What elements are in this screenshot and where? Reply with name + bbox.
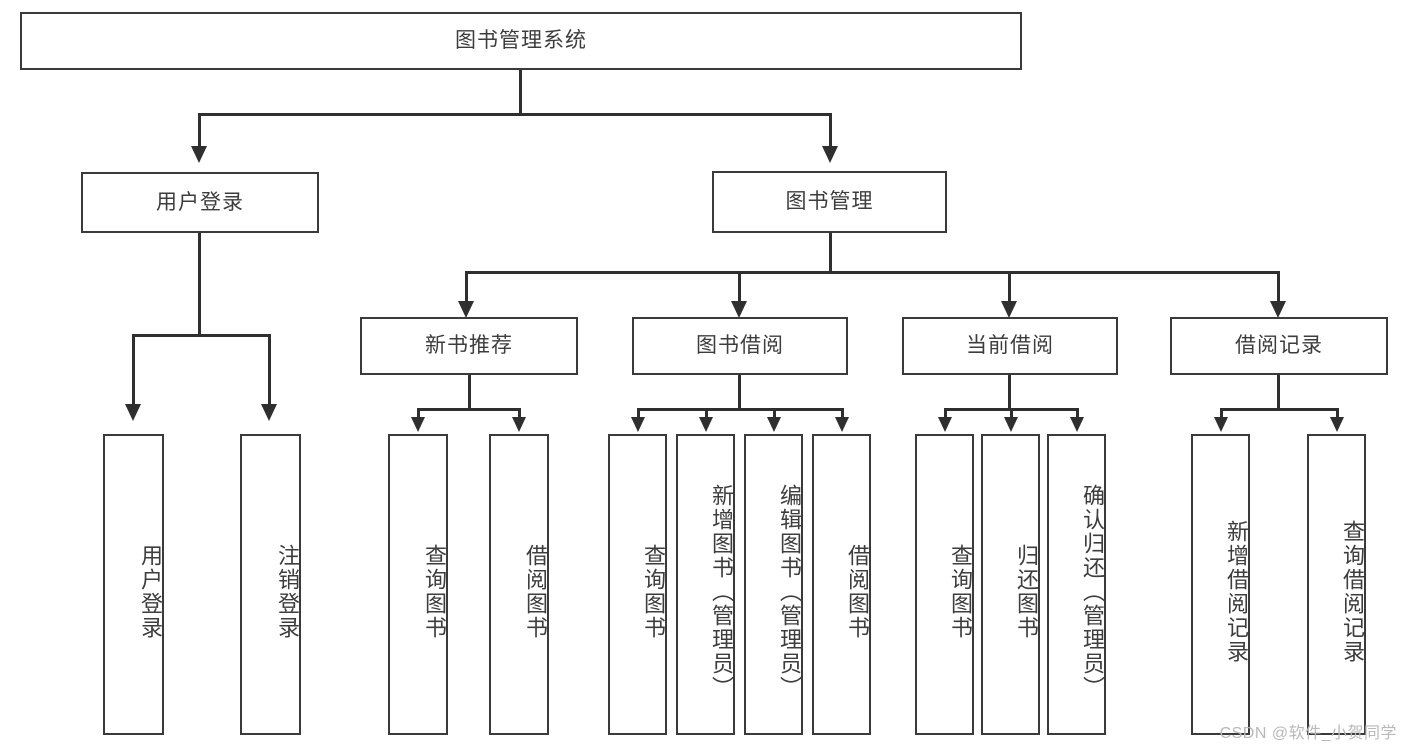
arrowhead-current-borrow bbox=[1001, 301, 1017, 318]
arrowhead-borrow-record-leaf-1 bbox=[1214, 417, 1228, 432]
leaf-new-book-borrow[interactable]: 借阅图书 bbox=[489, 434, 549, 735]
edge-new-book-bus bbox=[417, 408, 521, 411]
arrowhead-user-login-leaf-2 bbox=[261, 404, 277, 421]
node-label: 图书管理系统 bbox=[455, 29, 587, 53]
node-label: 借阅记录 bbox=[1235, 334, 1323, 358]
edge-borrow-record-to-leaf-1 bbox=[1220, 408, 1223, 420]
node-book-borrow[interactable]: 图书借阅 bbox=[632, 317, 848, 375]
leaf-label: 归还图书 bbox=[1014, 543, 1039, 640]
arrowhead-book-borrow-leaf-4 bbox=[835, 417, 849, 432]
edge-current-borrow-to-leaf-2 bbox=[1010, 408, 1013, 420]
edge-book-borrow-bus bbox=[637, 408, 843, 411]
edge-current-borrow-to-leaf-1 bbox=[944, 408, 947, 420]
edge-book-manage-to-current-borrow bbox=[1008, 271, 1011, 303]
node-borrow-record[interactable]: 借阅记录 bbox=[1170, 317, 1388, 375]
leaf-label: 查询借阅记录 bbox=[1340, 519, 1365, 664]
edge-book-manage-to-book-borrow bbox=[738, 271, 741, 303]
edge-book-manage-to-borrow-record bbox=[1277, 271, 1280, 303]
edge-book-borrow-to-leaf-2 bbox=[705, 408, 708, 420]
edge-root-bus bbox=[198, 113, 832, 116]
edge-book-manage-bus bbox=[465, 271, 1279, 274]
leaf-logout[interactable]: 注销登录 bbox=[240, 434, 301, 735]
node-label: 图书借阅 bbox=[696, 334, 784, 358]
leaf-label: 查询图书 bbox=[422, 543, 447, 640]
node-root-system[interactable]: 图书管理系统 bbox=[20, 12, 1022, 70]
edge-user-login-trunk bbox=[198, 233, 201, 336]
edge-root-trunk bbox=[519, 70, 522, 115]
node-label: 当前借阅 bbox=[966, 334, 1054, 358]
node-book-management[interactable]: 图书管理 bbox=[712, 171, 947, 233]
edge-new-book-to-leaf-1 bbox=[417, 408, 420, 420]
arrowhead-current-borrow-leaf-1 bbox=[938, 417, 952, 432]
edge-user-login-to-leaf-1 bbox=[132, 334, 135, 406]
edge-user-login-bus bbox=[132, 334, 268, 337]
leaf-add-borrow-record[interactable]: 新增借阅记录 bbox=[1191, 434, 1250, 735]
arrowhead-new-book-leaf-1 bbox=[411, 417, 425, 432]
arrowhead-new-book-recommend bbox=[458, 301, 474, 318]
leaf-label: 新增图书（管理员） bbox=[709, 483, 734, 700]
edge-book-manage-trunk bbox=[829, 233, 832, 273]
arrowhead-root-to-user-login bbox=[191, 146, 207, 163]
leaf-edit-book-admin[interactable]: 编辑图书（管理员） bbox=[744, 434, 803, 735]
leaf-label: 编辑图书（管理员） bbox=[777, 483, 802, 700]
node-label: 图书管理 bbox=[785, 190, 874, 214]
edge-user-login-to-leaf-2 bbox=[268, 334, 271, 406]
leaf-label: 查询图书 bbox=[948, 543, 973, 640]
edge-current-borrow-to-leaf-3 bbox=[1076, 408, 1079, 420]
leaf-label: 确认归还（管理员） bbox=[1080, 483, 1105, 700]
csdn-watermark: CSDN @软件_小贺同学 bbox=[1219, 725, 1397, 742]
edge-new-book-trunk bbox=[468, 375, 471, 410]
arrowhead-book-borrow bbox=[731, 301, 747, 318]
edge-borrow-record-trunk bbox=[1277, 375, 1280, 410]
leaf-label: 新增借阅记录 bbox=[1224, 519, 1249, 664]
edge-book-borrow-to-leaf-4 bbox=[841, 408, 844, 420]
edge-new-book-to-leaf-2 bbox=[518, 408, 521, 420]
edge-root-to-user-login bbox=[198, 113, 201, 148]
node-new-book-recommend[interactable]: 新书推荐 bbox=[360, 317, 578, 375]
arrowhead-current-borrow-leaf-2 bbox=[1004, 417, 1018, 432]
leaf-label: 用户登录 bbox=[138, 543, 163, 640]
edge-book-manage-to-new-book bbox=[465, 271, 468, 303]
arrowhead-book-borrow-leaf-2 bbox=[699, 417, 713, 432]
leaf-user-login[interactable]: 用户登录 bbox=[103, 434, 164, 735]
leaf-label: 借阅图书 bbox=[523, 543, 548, 640]
edge-root-to-book-manage bbox=[829, 113, 832, 148]
edge-borrow-record-to-leaf-2 bbox=[1336, 408, 1339, 420]
arrowhead-root-to-book-manage bbox=[822, 146, 838, 163]
node-label: 新书推荐 bbox=[425, 334, 513, 358]
arrowhead-borrow-record-leaf-2 bbox=[1330, 417, 1344, 432]
arrowhead-book-borrow-leaf-1 bbox=[631, 417, 645, 432]
edge-current-borrow-trunk bbox=[1008, 375, 1011, 410]
edge-borrow-record-bus bbox=[1220, 408, 1339, 411]
leaf-borrow-book[interactable]: 借阅图书 bbox=[812, 434, 871, 735]
leaf-return-book[interactable]: 归还图书 bbox=[981, 434, 1040, 735]
arrowhead-borrow-record bbox=[1270, 301, 1286, 318]
leaf-query-borrow-record[interactable]: 查询借阅记录 bbox=[1307, 434, 1366, 735]
edge-book-borrow-to-leaf-1 bbox=[637, 408, 640, 420]
node-current-borrow[interactable]: 当前借阅 bbox=[902, 317, 1118, 375]
edge-book-borrow-to-leaf-3 bbox=[773, 408, 776, 420]
leaf-borrow-query-book[interactable]: 查询图书 bbox=[608, 434, 667, 735]
leaf-new-book-query[interactable]: 查询图书 bbox=[388, 434, 448, 735]
arrowhead-book-borrow-leaf-3 bbox=[767, 417, 781, 432]
leaf-confirm-return-admin[interactable]: 确认归还（管理员） bbox=[1047, 434, 1106, 735]
leaf-add-book-admin[interactable]: 新增图书（管理员） bbox=[676, 434, 735, 735]
leaf-current-query-book[interactable]: 查询图书 bbox=[915, 434, 974, 735]
leaf-label: 注销登录 bbox=[275, 543, 300, 640]
arrowhead-new-book-leaf-2 bbox=[512, 417, 526, 432]
node-label: 用户登录 bbox=[156, 190, 244, 214]
leaf-label: 借阅图书 bbox=[845, 543, 870, 640]
node-user-login[interactable]: 用户登录 bbox=[81, 172, 319, 233]
arrowhead-current-borrow-leaf-3 bbox=[1070, 417, 1084, 432]
edge-book-borrow-trunk bbox=[738, 375, 741, 410]
leaf-label: 查询图书 bbox=[641, 543, 666, 640]
arrowhead-user-login-leaf-1 bbox=[125, 404, 141, 421]
